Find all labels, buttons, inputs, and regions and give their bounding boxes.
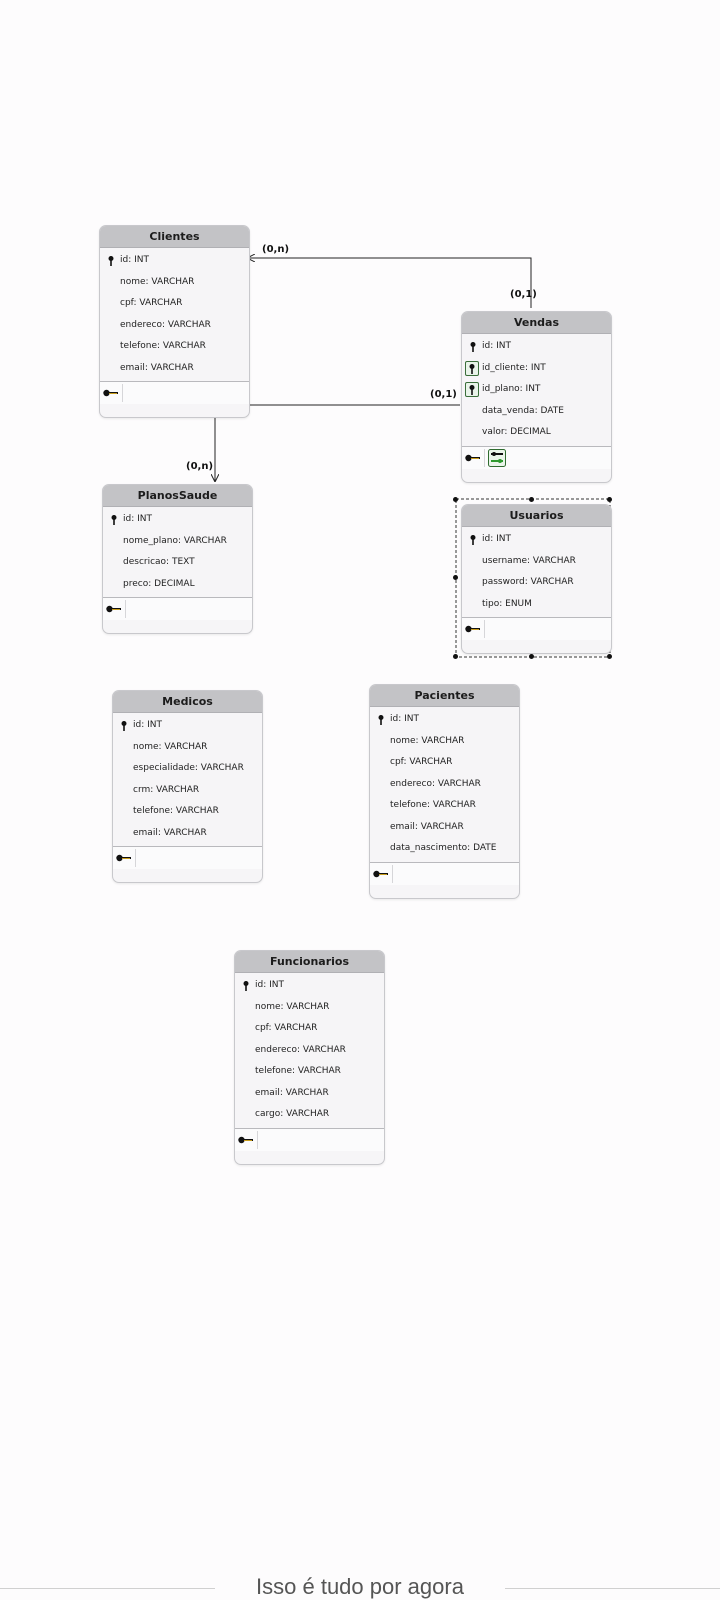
selection-handle[interactable] xyxy=(453,575,458,580)
selection-handle[interactable] xyxy=(529,654,534,659)
primary-key-icon xyxy=(108,256,114,266)
key-icon xyxy=(465,454,480,461)
field-row: id: INT xyxy=(462,336,611,358)
field-row: id: INT xyxy=(370,709,519,731)
field-row: cpf: VARCHAR xyxy=(120,298,183,308)
selection-handle[interactable] xyxy=(607,654,612,659)
field-row: data_nascimento: DATE xyxy=(390,843,497,853)
field-row: id: INT xyxy=(113,715,262,737)
index-section xyxy=(462,617,611,640)
entity-title: Funcionarios xyxy=(235,951,384,973)
entity-funcionarios[interactable]: Funcionarios id: INT nome: VARCHAR cpf: … xyxy=(234,950,385,1165)
field-row: email: VARCHAR xyxy=(390,821,464,832)
field-row: valor: DECIMAL xyxy=(482,427,551,437)
foreign-key-icon xyxy=(465,360,479,376)
field-row: telefone: VARCHAR xyxy=(255,1066,341,1076)
field-row: cpf: VARCHAR xyxy=(390,757,453,767)
field-row: username: VARCHAR xyxy=(482,555,576,566)
foreign-key-icon xyxy=(465,382,479,397)
entity-title: Clientes xyxy=(100,226,249,248)
clientes-vendas-line xyxy=(248,258,532,308)
entity-medicos[interactable]: Medicos id: INT nome: VARCHAR especialid… xyxy=(112,690,263,883)
selection-handle[interactable] xyxy=(453,654,458,659)
cardinality-planos: (0,n) xyxy=(186,461,214,472)
primary-key-icon xyxy=(378,715,384,725)
field-row: telefone: VARCHAR xyxy=(390,800,476,810)
cardinality-vendas-top: (0,1) xyxy=(510,289,537,300)
field-row: preco: DECIMAL xyxy=(123,578,195,589)
key-icon xyxy=(238,1136,253,1143)
field-row: nome: VARCHAR xyxy=(390,735,465,746)
primary-key-icon xyxy=(470,535,476,545)
entity-vendas[interactable]: Vendas id: INT id_cliente: INT id_plano:… xyxy=(461,311,612,483)
cardinality-clientes: (0,n) xyxy=(262,244,290,255)
entity-title: PlanosSaude xyxy=(103,485,252,507)
field-row: telefone: VARCHAR xyxy=(133,806,219,816)
field-row: cargo: VARCHAR xyxy=(255,1109,330,1119)
entity-title: Vendas xyxy=(462,312,611,334)
field-row: nome: VARCHAR xyxy=(133,741,208,752)
index-section xyxy=(103,597,252,620)
field-row: id: INT xyxy=(100,250,249,272)
field-row: id: INT xyxy=(103,509,252,531)
key-icon xyxy=(116,854,131,862)
field-row: nome: VARCHAR xyxy=(255,1001,330,1012)
field-row: endereco: VARCHAR xyxy=(255,1044,346,1055)
selection-handle[interactable] xyxy=(453,497,458,502)
vendas-planos-line xyxy=(215,404,460,481)
key-icon xyxy=(465,625,480,633)
foreign-key-index-icon xyxy=(488,448,506,467)
entity-usuarios[interactable]: Usuarios id: INT username: VARCHAR passw… xyxy=(461,504,612,654)
index-section xyxy=(235,1127,384,1151)
key-icon xyxy=(103,389,118,397)
field-row: especialidade: VARCHAR xyxy=(133,763,244,773)
primary-key-icon xyxy=(121,721,127,731)
index-section xyxy=(370,861,519,885)
entity-title: Medicos xyxy=(113,691,262,713)
primary-key-icon xyxy=(243,981,249,991)
field-row: data_venda: DATE xyxy=(482,405,564,416)
primary-key-icon xyxy=(111,515,117,525)
primary-key-icon xyxy=(470,342,476,352)
field-row: cpf: VARCHAR xyxy=(255,1023,318,1033)
field-row: telefone: VARCHAR xyxy=(120,341,206,351)
field-row: endereco: VARCHAR xyxy=(120,319,211,330)
field-row: id_cliente: INT xyxy=(462,358,611,380)
entity-pacientes[interactable]: Pacientes id: INT nome: VARCHAR cpf: VAR… xyxy=(369,684,520,899)
entity-clientes[interactable]: Clientes id: INT nome: VARCHAR cpf: VARC… xyxy=(99,225,250,418)
field-row: password: VARCHAR xyxy=(482,577,574,587)
index-section xyxy=(100,381,249,404)
cardinality-vendas-left: (0,1) xyxy=(430,389,457,400)
field-row: id: INT xyxy=(235,975,384,997)
selection-handle[interactable] xyxy=(607,497,612,502)
footer-divider-right xyxy=(505,1588,720,1589)
index-section xyxy=(113,846,262,869)
end-of-content-text: Isso é tudo por agora xyxy=(256,1574,464,1599)
entity-title: Usuarios xyxy=(462,505,611,527)
key-icon xyxy=(373,870,388,877)
entity-planossaude[interactable]: PlanosSaude id: INT nome_plano: VARCHAR … xyxy=(102,484,253,634)
field-row: id_plano: INT xyxy=(462,379,611,401)
field-row: email: VARCHAR xyxy=(133,827,207,838)
field-row: email: VARCHAR xyxy=(120,362,194,373)
field-row: email: VARCHAR xyxy=(255,1087,329,1098)
key-icon xyxy=(106,605,121,613)
field-row: nome_plano: VARCHAR xyxy=(123,535,227,546)
field-row: id: INT xyxy=(462,529,611,551)
field-row: crm: VARCHAR xyxy=(133,784,200,795)
index-section xyxy=(462,445,611,469)
field-row: descricao: TEXT xyxy=(123,557,195,567)
field-row: tipo: ENUM xyxy=(482,598,532,609)
entity-title: Pacientes xyxy=(370,685,519,707)
field-row: nome: VARCHAR xyxy=(120,276,195,287)
footer-divider-left xyxy=(0,1588,215,1589)
field-row: endereco: VARCHAR xyxy=(390,778,481,789)
selection-handle[interactable] xyxy=(529,497,534,502)
